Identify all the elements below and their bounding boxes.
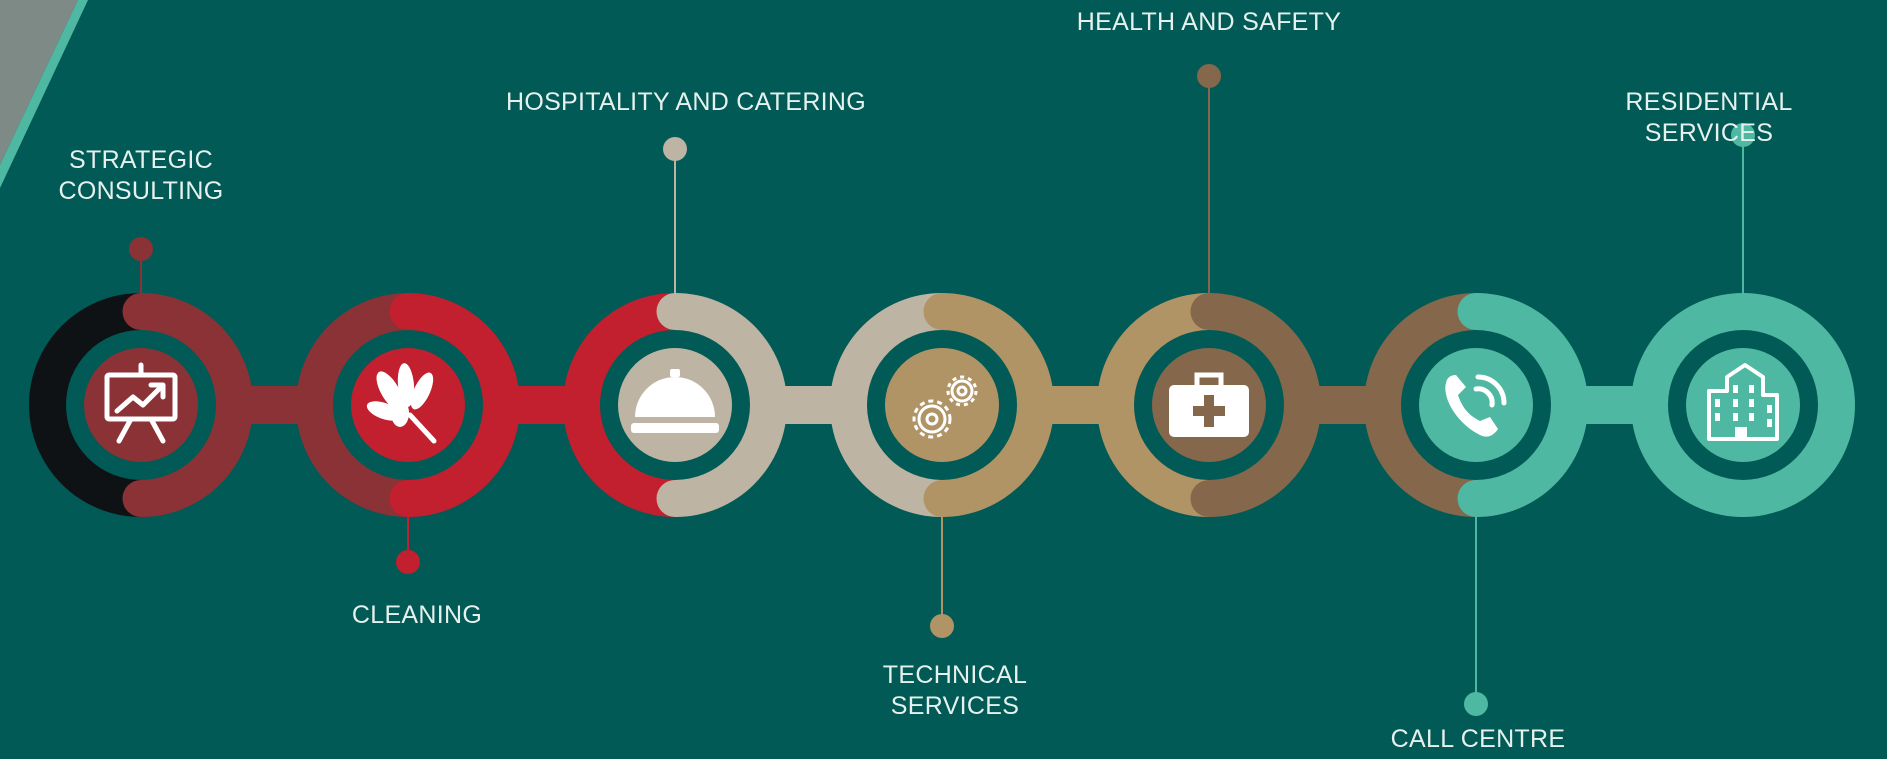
- service-node: [1097, 64, 1321, 517]
- node-ring-cap: [1724, 293, 1762, 330]
- service-label: HEALTH AND SAFETY: [1076, 8, 1342, 36]
- label-dot: [396, 550, 420, 574]
- service-label: HOSPITALITY AND CATERING: [505, 88, 867, 116]
- node-core: [885, 348, 999, 462]
- service-node: [29, 237, 253, 517]
- label-dot: [129, 237, 153, 261]
- label-dot: [930, 614, 954, 638]
- service-node: [1364, 293, 1588, 716]
- node-ring-cap: [923, 293, 961, 330]
- node-ring-cap: [1457, 293, 1495, 330]
- node-ring-cap: [923, 480, 961, 517]
- node-ring-cap: [656, 293, 694, 330]
- label-dot: [663, 137, 687, 161]
- service-label: RESIDENTIAL SERVICES: [1625, 88, 1793, 147]
- service-label: TECHNICAL SERVICES: [882, 661, 1028, 720]
- service-node: [296, 293, 520, 574]
- service-label: CLEANING: [351, 601, 483, 629]
- node-ring-cap: [1190, 293, 1228, 330]
- node-core: [1686, 348, 1800, 462]
- node-ring-cap: [389, 480, 427, 517]
- corner-accent-stripe: [0, 0, 88, 188]
- timeline-nodes: [29, 64, 1855, 716]
- service-label: STRATEGIC CONSULTING: [58, 146, 224, 205]
- node-ring-cap: [122, 480, 160, 517]
- service-node: [1631, 123, 1855, 517]
- service-node: [563, 137, 787, 517]
- label-dot: [1731, 123, 1755, 147]
- corner-photo-decoration: [0, 0, 88, 188]
- service-node: [830, 293, 1054, 638]
- label-dot: [1464, 692, 1488, 716]
- node-ring-cap: [1190, 480, 1228, 517]
- node-ring-cap: [122, 293, 160, 330]
- node-ring-cap: [389, 293, 427, 330]
- node-ring-cap: [656, 480, 694, 517]
- label-dot: [1197, 64, 1221, 88]
- service-label: CALL CENTRE: [1390, 725, 1566, 753]
- node-core: [1419, 348, 1533, 462]
- node-ring-cap: [1457, 480, 1495, 517]
- node-ring-cap: [1724, 480, 1762, 517]
